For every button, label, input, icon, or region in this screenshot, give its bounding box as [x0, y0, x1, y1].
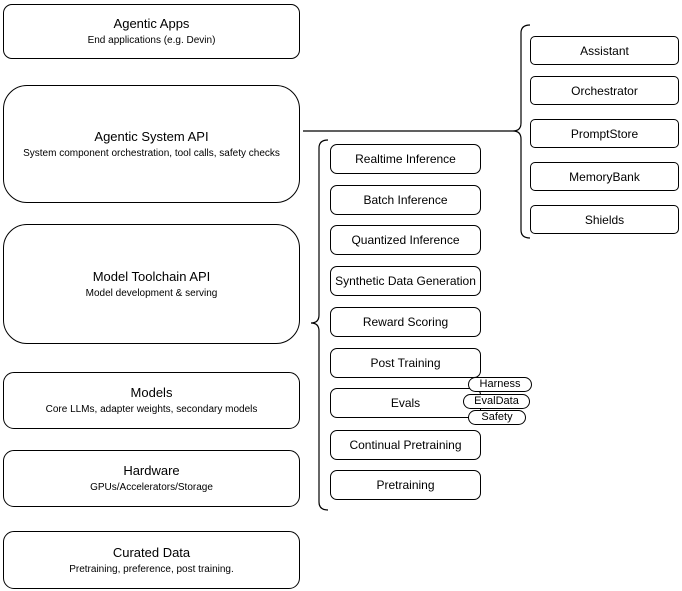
toolchain-item-quantized-inference: Quantized Inference — [330, 225, 481, 255]
toolchain-item-label: Pretraining — [376, 478, 435, 492]
system-item-assistant: Assistant — [530, 36, 679, 65]
node-title: Curated Data — [112, 544, 191, 560]
system-components-brace — [512, 24, 531, 239]
node-title: Agentic Apps — [113, 16, 190, 31]
system-item-memorybank: MemoryBank — [530, 162, 679, 191]
toolchain-item-label: Reward Scoring — [362, 315, 449, 329]
toolchain-item-label: Synthetic Data Generation — [335, 274, 476, 288]
system-item-label: PromptStore — [570, 126, 639, 141]
system-item-label: Assistant — [580, 43, 629, 58]
node-title: Hardware — [123, 463, 180, 478]
node-title: Models — [130, 385, 173, 400]
node-subtitle: Pretraining, preference, post training. — [69, 563, 234, 575]
system-item-label: Shields — [584, 212, 625, 227]
node-hardware: Hardware GPUs/Accelerators/Storage — [3, 450, 300, 507]
toolchain-item-evals: Evals — [330, 388, 481, 418]
node-title: Model Toolchain API — [92, 268, 211, 284]
pill-label: Safety — [481, 411, 513, 423]
toolchain-item-pretraining: Pretraining — [330, 470, 481, 500]
toolchain-item-label: Realtime Inference — [355, 152, 456, 166]
toolchain-item-post-training: Post Training — [330, 348, 481, 378]
node-subtitle: End applications (e.g. Devin) — [87, 35, 216, 46]
pill-label: EvalData — [474, 395, 519, 407]
system-item-label: Orchestrator — [571, 83, 638, 98]
node-agentic-apps: Agentic Apps End applications (e.g. Devi… — [3, 4, 300, 59]
toolchain-item-label: Continual Pretraining — [349, 438, 462, 452]
system-item-shields: Shields — [530, 205, 679, 234]
node-subtitle: Core LLMs, adapter weights, secondary mo… — [45, 404, 258, 415]
toolchain-item-synthetic-data-generation: Synthetic Data Generation — [330, 266, 481, 296]
toolchain-item-reward-scoring: Reward Scoring — [330, 307, 481, 337]
toolchain-components-brace — [310, 139, 329, 511]
toolchain-item-realtime-inference: Realtime Inference — [330, 144, 481, 174]
node-title: Agentic System API — [94, 128, 209, 144]
node-subtitle: Model development & serving — [85, 287, 218, 299]
toolchain-item-continual-pretraining: Continual Pretraining — [330, 430, 481, 460]
toolchain-item-batch-inference: Batch Inference — [330, 185, 481, 215]
pill-label: Harness — [479, 378, 521, 390]
toolchain-item-label: Quantized Inference — [351, 233, 460, 247]
pill-harness: Harness — [468, 377, 532, 392]
system-item-promptstore: PromptStore — [530, 119, 679, 148]
toolchain-item-label: Batch Inference — [363, 193, 448, 207]
system-item-label: MemoryBank — [569, 169, 640, 184]
pill-evaldata: EvalData — [463, 394, 530, 409]
node-model-toolchain-api: Model Toolchain API Model development & … — [3, 224, 300, 344]
node-curated-data: Curated Data Pretraining, preference, po… — [3, 531, 300, 589]
toolchain-item-label: Post Training — [370, 356, 441, 370]
toolchain-item-label: Evals — [390, 396, 421, 410]
node-agentic-system-api: Agentic System API System component orch… — [3, 85, 300, 203]
node-subtitle: System component orchestration, tool cal… — [23, 147, 280, 159]
node-models: Models Core LLMs, adapter weights, secon… — [3, 372, 300, 429]
pill-safety: Safety — [468, 410, 526, 425]
system-item-orchestrator: Orchestrator — [530, 76, 679, 105]
node-subtitle: GPUs/Accelerators/Storage — [90, 482, 213, 493]
